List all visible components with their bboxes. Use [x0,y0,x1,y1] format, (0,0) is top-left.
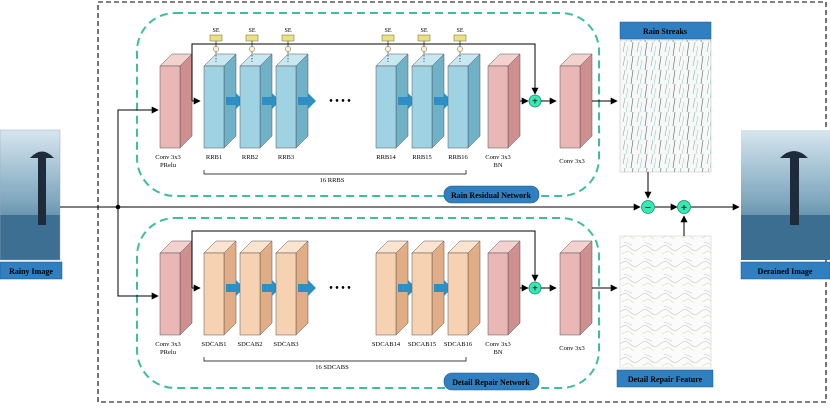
flow-arrow [262,280,280,296]
output-conv-label: Conv 3x3 [559,345,584,352]
se-label: SE [212,28,219,34]
flow-arrow [226,93,244,109]
block-label: SDCAB3 [274,341,299,348]
derained-image-label: Derained Image [758,267,813,276]
last-conv-label: Conv 3x3 [485,341,510,348]
branch-to-rain [117,106,159,207]
flow-arrow [398,280,416,296]
se-label: SE [456,28,463,34]
first-conv-activation-label: PRelu [160,162,177,169]
last-conv-norm-label: BN [493,162,502,169]
plus-op-final-symbol: + [681,202,687,214]
block-label: RRB14 [376,154,396,161]
rain-streaks-label: Rain Streaks [643,27,687,36]
residual-block [447,240,481,336]
block-label: SDCAB1 [202,341,227,348]
flow-arrow [434,280,452,296]
rainy-image-label: Rainy Image [9,267,53,276]
flow-arrow [262,93,280,109]
first-conv-label: Conv 3x3 [155,341,180,348]
se-box [209,34,223,42]
last-conv-layer [487,240,521,336]
rain-streaks-image [619,39,712,173]
last-conv-norm-label: BN [493,349,502,356]
flow-arrow [398,93,416,109]
se-multiply [285,46,291,52]
last-conv-layer [487,53,521,149]
rainy-image-label-box [0,261,63,280]
se-box [417,34,431,42]
se-label: SE [384,28,391,34]
group-brace [203,357,467,362]
block-label: SDCAB15 [408,341,436,348]
flow-arrow [434,93,452,109]
branch-to-detail [117,207,159,300]
last-conv-label: Conv 3x3 [485,154,510,161]
output-conv-label: Conv 3x3 [559,158,584,165]
output-conv-layer [559,240,593,336]
residual-block [447,53,481,149]
flow-arrow [226,280,244,296]
se-multiply [421,46,427,52]
plus-op-symbol: + [532,284,538,295]
plus-op-final [677,200,691,214]
block-label: SDCAB14 [372,341,401,348]
se-label: SE [420,28,427,34]
block-label: RRB15 [412,154,432,161]
block-label: SDCAB16 [444,341,473,348]
ellipsis: • • • • [329,96,351,107]
skip-connection [191,43,539,101]
minus-op-symbol: − [645,202,651,214]
skip-connection [191,230,539,288]
detail-feature-label-box [616,369,714,388]
detail-feature-image [619,235,712,369]
residual-block [275,240,309,336]
se-box [245,34,259,42]
se-multiply [213,46,219,52]
first-conv-layer [159,53,193,149]
se-box [281,34,295,42]
block-label: SDCAB2 [238,341,263,348]
block-label: RRB2 [242,154,258,161]
rain-network-title: Rain Residual Network [451,191,532,200]
derained-image [741,130,830,260]
block-label: RRB3 [278,154,294,161]
derained-image-label-box [740,261,830,280]
plus-op-symbol: + [532,97,538,108]
flow-arrow [298,93,316,109]
ellipsis: • • • • [329,283,351,294]
flow-arrow [298,280,316,296]
detail-network-title: Detail Repair Network [452,378,530,387]
rain-network-title-box [443,185,540,204]
se-box [453,34,467,42]
se-label: SE [284,28,291,34]
first-conv-activation-label: PRelu [160,349,177,356]
group-label: 16 RRBS [320,177,345,184]
rain-residual-network: Conv 3x3PReluRRB1SERRB2SERRB3SERRB14SERR… [155,28,618,184]
se-multiply [385,46,391,52]
first-conv-label: Conv 3x3 [155,154,180,161]
block-label: RRB16 [448,154,468,161]
detail-feature-label: Detail Repair Feature [628,375,703,384]
se-label: SE [248,28,255,34]
rain-streaks-label-box [619,21,712,40]
block-label: RRB1 [206,154,222,161]
minus-op [641,200,655,214]
se-box [381,34,395,42]
se-multiply [249,46,255,52]
detail-network-title-box [443,372,540,391]
group-brace [203,170,467,175]
se-multiply [457,46,463,52]
output-conv-layer [559,53,593,149]
first-conv-layer [159,240,193,336]
group-label: 16 SDCABS [315,364,349,371]
rainy-image [0,129,61,261]
rain-network-region [136,12,600,197]
